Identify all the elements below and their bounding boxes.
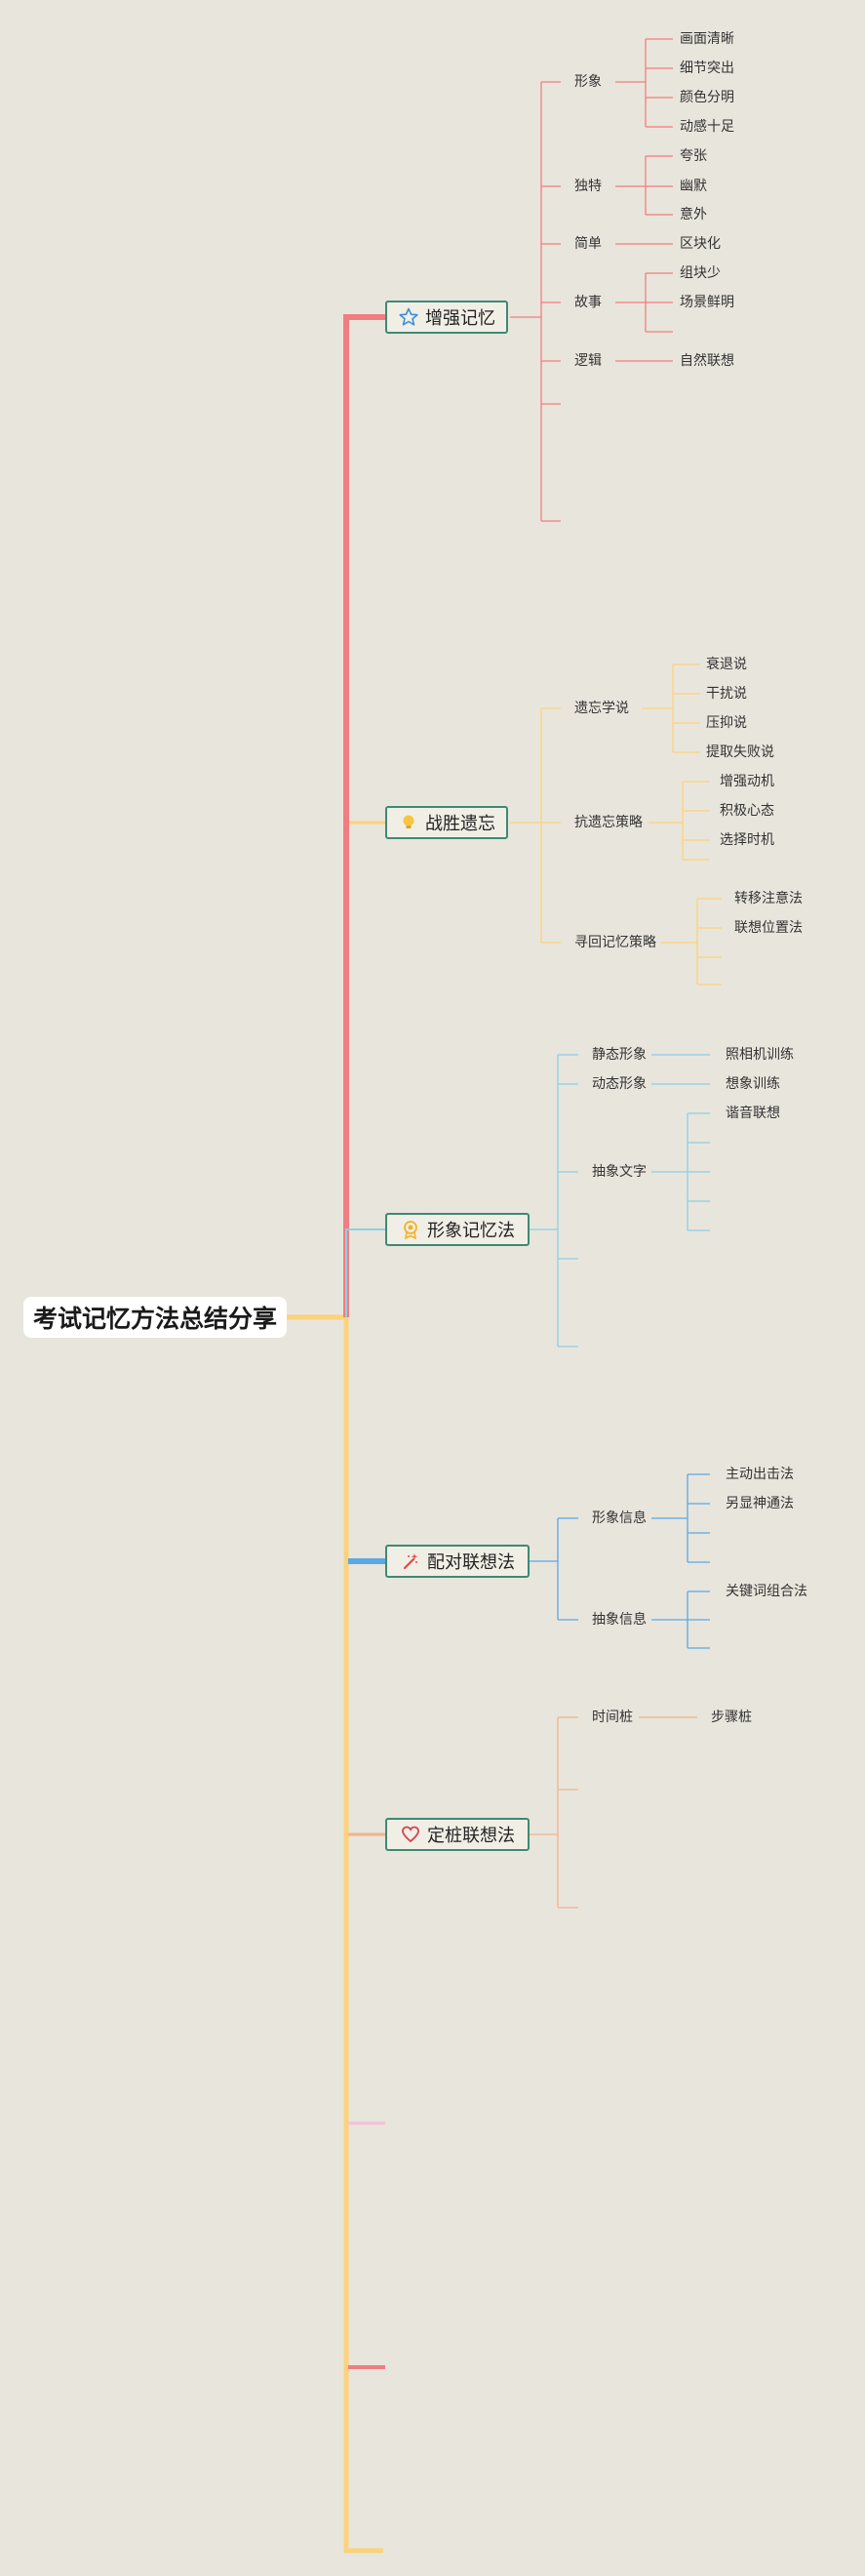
topic-label: 形象记忆法 — [427, 1221, 515, 1241]
star-icon — [398, 306, 419, 328]
magic-wand-icon — [400, 1550, 421, 1572]
leaf-item[interactable]: 幽默 — [680, 179, 707, 194]
leaf-item[interactable]: 组块少 — [680, 265, 721, 281]
heart-icon — [400, 1824, 421, 1845]
leaf-item[interactable]: 转移注意法 — [734, 891, 803, 906]
subtopic-dynamic-image[interactable]: 动态形象 — [592, 1076, 647, 1092]
leaf-item[interactable]: 自然联想 — [680, 353, 734, 369]
leaf-item[interactable]: 动感十足 — [680, 119, 734, 135]
subtopic-anti-forgetting[interactable]: 抗遗忘策略 — [574, 815, 643, 830]
leaf-item[interactable]: 选择时机 — [720, 832, 774, 848]
subtopic-xingxiang[interactable]: 形象 — [574, 74, 602, 90]
subtopic-image-info[interactable]: 形象信息 — [592, 1510, 647, 1526]
leaf-item[interactable]: 联想位置法 — [734, 920, 803, 936]
leaf-item[interactable]: 夸张 — [680, 148, 707, 164]
leaf-item[interactable]: 区块化 — [680, 236, 721, 252]
subtopic-gushi[interactable]: 故事 — [574, 295, 602, 310]
branch-t3 — [345, 1228, 385, 1317]
subtopic-forgetting-theory[interactable]: 遗忘学说 — [574, 701, 629, 716]
leaf-item[interactable]: 另显神通法 — [726, 1496, 794, 1511]
badge-icon — [400, 1219, 421, 1240]
leaf-item[interactable]: 细节突出 — [680, 60, 734, 76]
spine-to-t2 — [344, 821, 385, 1317]
subtopic-jiandan[interactable]: 简单 — [574, 236, 602, 252]
topic-beat-forgetting[interactable]: 战胜遗忘 — [385, 806, 508, 839]
spine-main — [343, 1317, 383, 2554]
branch-t1 — [343, 314, 385, 1317]
leaf-item[interactable]: 颜色分明 — [680, 90, 734, 105]
topic-peg-association[interactable]: 定桩联想法 — [385, 1818, 530, 1851]
topic-label: 定桩联想法 — [427, 1826, 515, 1846]
lightbulb-icon — [398, 812, 419, 833]
leaf-item[interactable]: 提取失败说 — [706, 745, 774, 760]
t2-connectors — [510, 664, 722, 986]
subtopic-dute[interactable]: 独特 — [574, 179, 602, 194]
leaf-item[interactable]: 意外 — [680, 207, 707, 222]
topic-label: 战胜遗忘 — [425, 814, 495, 834]
subtopic-static-image[interactable]: 静态形象 — [592, 1047, 647, 1063]
t4-connectors — [530, 1473, 710, 1649]
leaf-item[interactable]: 增强动机 — [720, 774, 774, 789]
subtopic-retrieval[interactable]: 寻回记忆策略 — [574, 935, 656, 950]
t3-connectors — [530, 1054, 710, 1348]
leaf-item[interactable]: 积极心态 — [720, 803, 774, 819]
topic-enhance-memory[interactable]: 增强记忆 — [385, 301, 508, 334]
leaf-item[interactable]: 主动出击法 — [726, 1467, 794, 1482]
t1-connectors — [510, 38, 673, 522]
leaf-item[interactable]: 干扰说 — [706, 686, 747, 702]
leaf-item[interactable]: 压抑说 — [706, 715, 747, 731]
topic-label: 增强记忆 — [425, 308, 495, 329]
leaf-item[interactable]: 衰退说 — [706, 657, 747, 672]
leaf-item[interactable]: 场景鲜明 — [680, 295, 734, 310]
leaf-item[interactable]: 想象训练 — [726, 1076, 780, 1092]
subtopic-abstract-info[interactable]: 抽象信息 — [592, 1612, 647, 1628]
subtopic-luoji[interactable]: 逻辑 — [574, 353, 602, 369]
leaf-item[interactable]: 谐音联想 — [726, 1106, 780, 1121]
t5-connectors — [530, 1716, 697, 1909]
leaf-item[interactable]: 画面清晰 — [680, 31, 734, 47]
topic-image-memory[interactable]: 形象记忆法 — [385, 1213, 530, 1246]
leaf-item[interactable]: 关键词组合法 — [726, 1584, 807, 1599]
leaf-item[interactable]: 步骤桩 — [711, 1710, 752, 1725]
subtopic-abstract-text[interactable]: 抽象文字 — [592, 1164, 647, 1180]
leaf-item[interactable]: 照相机训练 — [726, 1047, 794, 1063]
subtopic-time-peg[interactable]: 时间桩 — [592, 1710, 633, 1725]
topic-pair-association[interactable]: 配对联想法 — [385, 1545, 530, 1578]
root-topic[interactable]: 考试记忆方法总结分享 — [23, 1297, 287, 1338]
topic-label: 配对联想法 — [427, 1552, 515, 1573]
